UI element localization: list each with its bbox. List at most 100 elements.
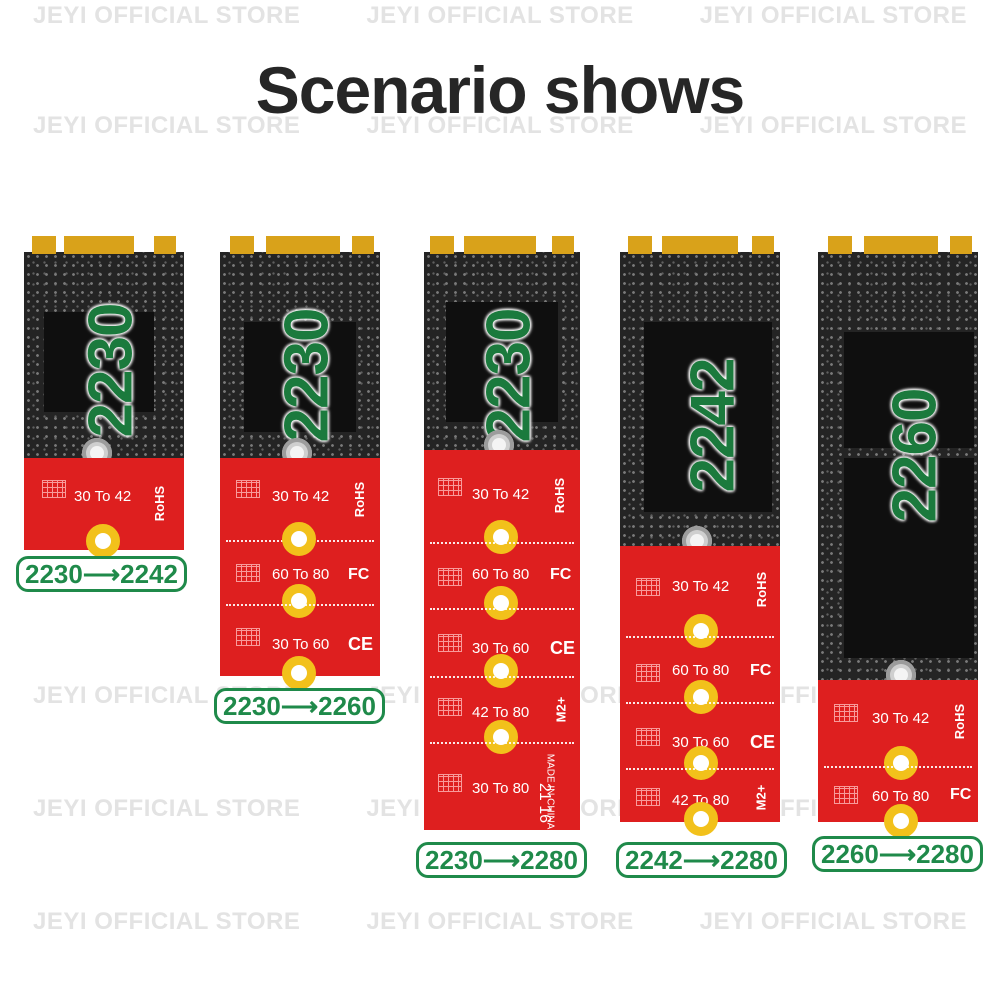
size-conversion-label: 2242⟶2280 xyxy=(616,842,787,878)
segment-label: 42 To 80 xyxy=(672,792,730,809)
watermark-row: JEYI OFFICIAL STORE JEYI OFFICIAL STORE … xyxy=(0,908,1000,936)
gold-connector xyxy=(230,236,374,254)
extender-segment: 60 To 80 FC xyxy=(620,640,780,700)
segment-label: 30 To 80 xyxy=(472,780,530,797)
extender-segment: 42 To 80 M2+ xyxy=(620,770,780,822)
extender-segment: 60 To 80 FC xyxy=(818,770,978,822)
segment-label: 42 To 80 xyxy=(472,704,530,721)
mounting-hole-icon xyxy=(282,522,316,556)
gold-connector xyxy=(628,236,774,254)
mounting-hole-icon xyxy=(684,614,718,648)
size-conversion-label: 2230⟶2260 xyxy=(214,688,385,724)
capacity-label: 2230 xyxy=(272,308,342,443)
capacity-label: 2230 xyxy=(76,303,146,438)
ssd-card-4: 2242 30 To 42 RoHS 60 To 80 FC 30 To 60 … xyxy=(616,230,787,878)
extender-segment: 42 To 80 M2+ xyxy=(424,678,580,738)
mounting-hole-icon xyxy=(884,804,918,838)
mounting-hole-icon xyxy=(484,586,518,620)
segment-label: 30 To 60 xyxy=(672,734,730,751)
segment-label: 30 To 42 xyxy=(272,488,330,505)
extender-board: 30 To 42 RoHS xyxy=(24,458,184,558)
watermark-text: JEYI OFFICIAL STORE xyxy=(33,908,301,935)
extender-segment: 60 To 80 FC xyxy=(424,546,580,606)
extender-segment: 30 To 42 RoHS xyxy=(220,458,380,528)
mounting-hole-icon xyxy=(282,656,316,690)
extender-board: 30 To 42 RoHS 60 To 80 FC 30 To 60 CE 42… xyxy=(620,546,780,836)
watermark-text: JEYI OFFICIAL STORE xyxy=(366,112,634,139)
extender-segment: 30 To 42 RoHS xyxy=(424,450,580,520)
mounting-hole-icon xyxy=(884,746,918,780)
size-conversion-label: 2230⟶2280 xyxy=(416,842,587,878)
extender-segment: 30 To 60 CE xyxy=(620,704,780,764)
segment-label: 60 To 80 xyxy=(272,566,330,583)
ssd-pcb xyxy=(620,252,780,548)
segment-mark: CE xyxy=(550,638,576,658)
watermark-text: JEYI OFFICIAL STORE xyxy=(366,908,634,935)
segment-mark: RoHS xyxy=(952,703,968,740)
watermark-text: JEYI OFFICIAL STORE xyxy=(33,2,301,29)
segment-label: 60 To 80 xyxy=(472,566,530,583)
extender-segment: 30 To 80 xyxy=(424,746,580,830)
segment-label: 30 To 42 xyxy=(672,578,730,595)
segment-mark: CE xyxy=(750,732,776,752)
segment-mark: FC xyxy=(550,566,572,583)
gold-connector xyxy=(828,236,972,254)
capacity-label: 2242 xyxy=(678,358,748,493)
watermark-text: JEYI OFFICIAL STORE xyxy=(699,908,967,935)
ssd-card-1: 2230 30 To 42 RoHS 2230⟶2242 xyxy=(16,230,187,592)
segment-mark: RoHS xyxy=(152,485,168,522)
segment-label: 60 To 80 xyxy=(672,662,730,679)
capacity-label: 2230 xyxy=(474,308,544,443)
segment-label: 30 To 42 xyxy=(872,710,930,727)
extender-board: 30 To 42 RoHS 60 To 80 FC xyxy=(818,680,978,838)
gold-connector xyxy=(32,236,176,254)
segment-mark: CE xyxy=(348,634,374,654)
extender-segment: 30 To 42 RoHS xyxy=(24,458,184,550)
mounting-hole-icon xyxy=(684,746,718,780)
ssd-card-3: 2230 30 To 42 RoHS 60 To 80 FC 30 To 60 … xyxy=(416,230,587,878)
watermark-text: JEYI OFFICIAL STORE xyxy=(366,2,634,29)
segment-label: 30 To 60 xyxy=(272,636,330,653)
ssd-pcb xyxy=(818,252,978,682)
extender-segment: 60 To 80 FC xyxy=(220,542,380,602)
segment-mark: M2+ xyxy=(753,784,769,811)
ssd-pcb xyxy=(24,252,184,458)
size-conversion-label: 2260⟶2280 xyxy=(812,836,983,872)
extender-segment: 30 To 60 CE xyxy=(220,606,380,666)
ssd-pcb xyxy=(220,252,380,458)
mounting-hole-icon xyxy=(484,720,518,754)
segment-mark: FC xyxy=(750,662,772,679)
segment-mark: FC xyxy=(348,566,370,583)
ssd-pcb xyxy=(424,252,580,458)
segment-mark: RoHS xyxy=(352,481,368,518)
extender-segment: 30 To 60 CE xyxy=(424,610,580,670)
mounting-hole-icon xyxy=(684,680,718,714)
size-conversion-label: 2230⟶2242 xyxy=(16,556,187,592)
watermark-row: JEYI OFFICIAL STORE JEYI OFFICIAL STORE … xyxy=(0,112,1000,140)
segment-label: 30 To 60 xyxy=(472,640,530,657)
extender-segment: 30 To 42 RoHS xyxy=(818,680,978,750)
segment-mark: FC xyxy=(950,786,972,803)
watermark-row: JEYI OFFICIAL STORE JEYI OFFICIAL STORE … xyxy=(0,2,1000,30)
watermark-text: JEYI OFFICIAL STORE xyxy=(33,795,301,822)
segment-mark: RoHS xyxy=(552,477,568,514)
ssd-card-5: 2260 30 To 42 RoHS 60 To 80 FC 2260⟶2280 xyxy=(812,230,983,872)
mounting-hole-icon xyxy=(484,520,518,554)
segment-label: 30 To 42 xyxy=(472,486,530,503)
segment-mark: M2+ xyxy=(553,696,569,723)
gold-connector xyxy=(430,236,574,254)
capacity-label: 2260 xyxy=(880,388,950,523)
extender-board: 30 To 42 RoHS 60 To 80 FC 30 To 60 CE xyxy=(220,458,380,690)
segment-mark: RoHS xyxy=(754,571,770,608)
extender-board: 30 To 42 RoHS 60 To 80 FC 30 To 60 CE 42… xyxy=(424,450,580,830)
segment-label: 30 To 42 xyxy=(74,488,132,505)
ssd-card-2: 2230 30 To 42 RoHS 60 To 80 FC 30 To 60 … xyxy=(214,230,385,724)
watermark-text: JEYI OFFICIAL STORE xyxy=(699,2,967,29)
mounting-hole-icon xyxy=(484,654,518,688)
watermark-text: JEYI OFFICIAL STORE xyxy=(33,112,301,139)
watermark-text: JEYI OFFICIAL STORE xyxy=(699,112,967,139)
mounting-hole-icon xyxy=(86,524,120,558)
origin-label: MADE IN CHINA xyxy=(544,753,556,830)
page-title: Scenario shows xyxy=(255,53,746,127)
mounting-hole-icon xyxy=(684,802,718,836)
